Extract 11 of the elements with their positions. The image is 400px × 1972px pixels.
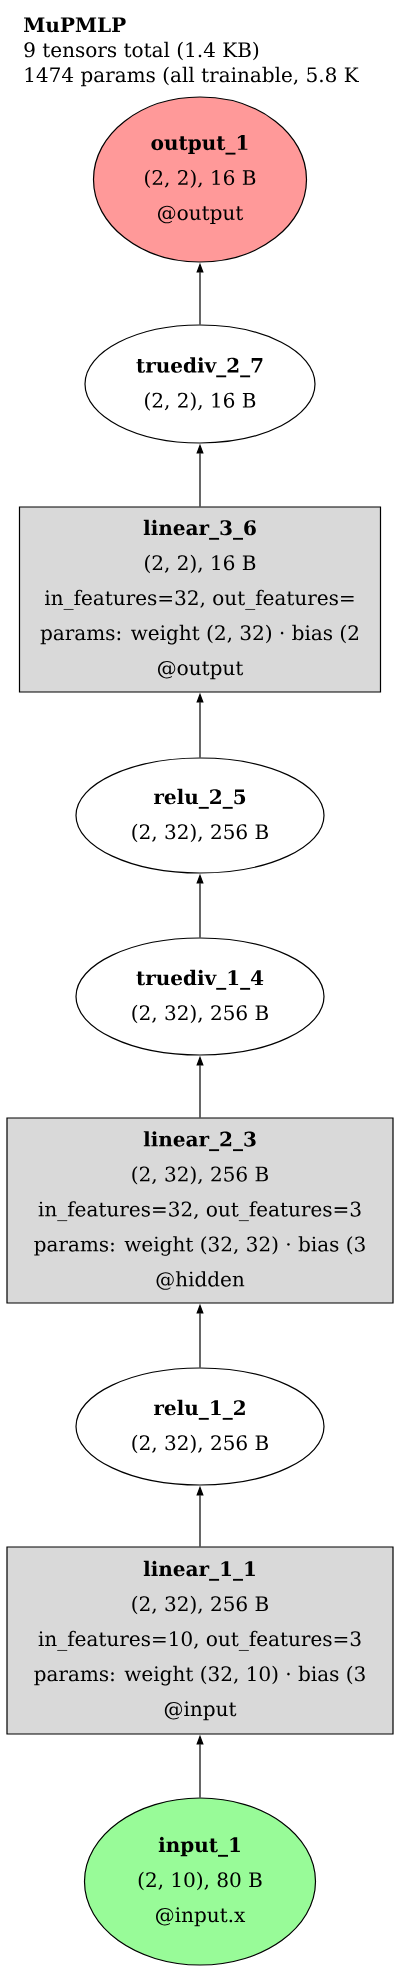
ellipse-node: output_1 (2, 2), 16 B @output <box>92 96 308 263</box>
rectangle-node: linear_2_3 (2, 32), 256 B in_features=32, out_features=3 params: weight (32, 32) · bias (3 @hidden <box>6 1117 394 1304</box>
ellipse-node: input_1 (2, 10), 80 B @input.x <box>83 1797 317 1966</box>
title: MuPMLP <box>24 17 126 33</box>
rectangle-node: linear_1_1 (2, 32), 256 B in_features=10, out_features=3 params: weight (32, 10) · bias (3 @input <box>6 1546 394 1735</box>
ellipse-node: truediv_1_4 (2, 32), 256 B <box>75 937 325 1056</box>
ellipse-node: relu_1_2 (2, 32), 256 B <box>75 1367 325 1486</box>
rectangle-node: linear_3_6 (2, 2), 16 B in_features=32, out_features= params: weight (2, 32) · bias (2 @output <box>18 506 382 693</box>
ellipse-node: truediv_2_7 (2, 2), 16 B <box>84 324 316 444</box>
ellipse-node: relu_2_5 (2, 32), 256 B <box>75 757 325 874</box>
summary-text: 9 tensors total (1.4 KB) <box>24 41 259 61</box>
